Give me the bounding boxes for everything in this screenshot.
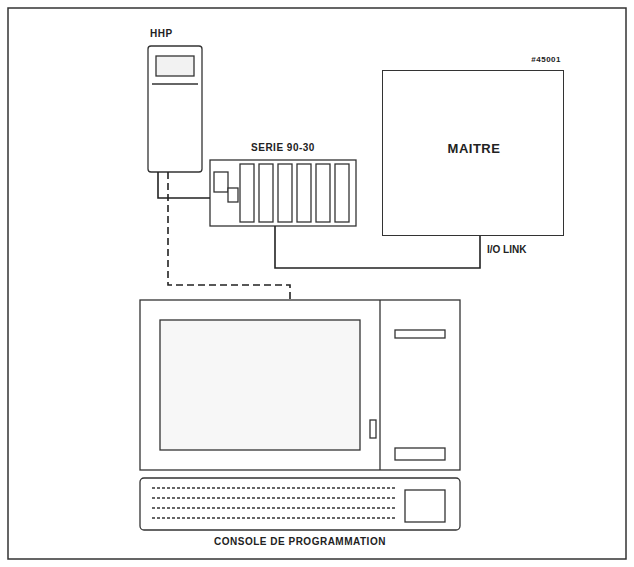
node-label: HHP (150, 28, 173, 39)
plc-rack-node: SERIE 90-30 (205, 138, 361, 228)
node-label: MAITRE (448, 141, 501, 156)
node-label: CONSOLE DE PROGRAMMATION (214, 536, 386, 547)
edge-label: I/O LINK (485, 244, 528, 255)
master-box: MAITRE#45001 (382, 70, 564, 236)
connector (168, 172, 290, 300)
console-node: CONSOLE DE PROGRAMMATION (140, 300, 460, 552)
computer (140, 300, 460, 530)
node-label: #45001 (531, 55, 561, 64)
connector (158, 172, 210, 198)
handheld-node: HHP (140, 26, 210, 174)
frame (8, 8, 626, 559)
plc-rack (210, 160, 356, 226)
handheld-programmer (148, 46, 202, 172)
node-label: SERIE 90-30 (251, 142, 315, 153)
